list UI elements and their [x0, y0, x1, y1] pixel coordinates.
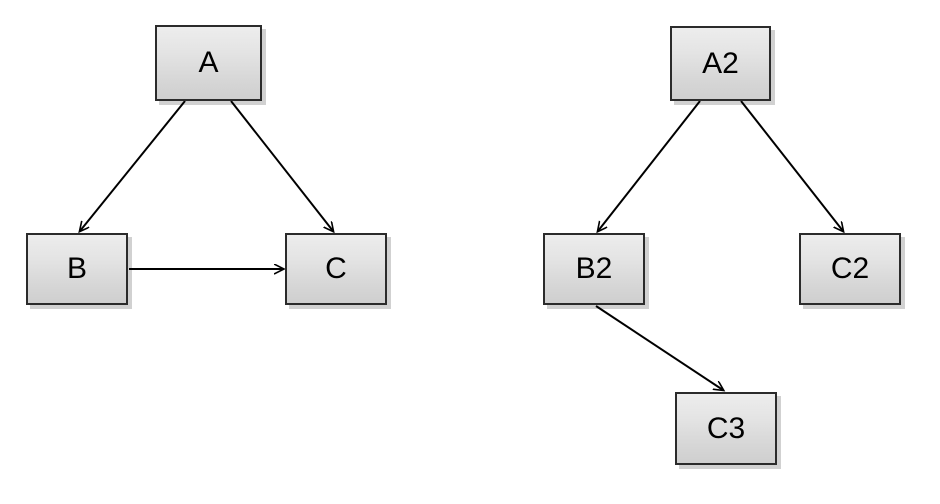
- edge-a-to-c: [230, 100, 333, 231]
- node-label: C3: [706, 411, 746, 445]
- node-label: C2: [830, 252, 870, 285]
- node-label: C: [325, 252, 347, 285]
- node-c3[interactable]: C3: [675, 392, 777, 465]
- node-a2[interactable]: A2: [670, 26, 771, 101]
- node-a[interactable]: A: [155, 25, 262, 101]
- edge-b2-to-c3: [595, 305, 723, 390]
- node-label: B: [66, 252, 87, 285]
- edge-a2-to-c2: [740, 100, 843, 231]
- node-c[interactable]: C: [285, 233, 387, 305]
- node-label: A2: [702, 46, 739, 80]
- node-label: A: [198, 46, 219, 79]
- node-b2[interactable]: B2: [543, 233, 645, 305]
- node-label: B2: [575, 252, 613, 285]
- node-c2[interactable]: C2: [799, 233, 901, 305]
- node-b[interactable]: B: [26, 233, 128, 305]
- edge-a2-to-b2: [598, 100, 701, 231]
- edge-a-to-b: [80, 100, 186, 231]
